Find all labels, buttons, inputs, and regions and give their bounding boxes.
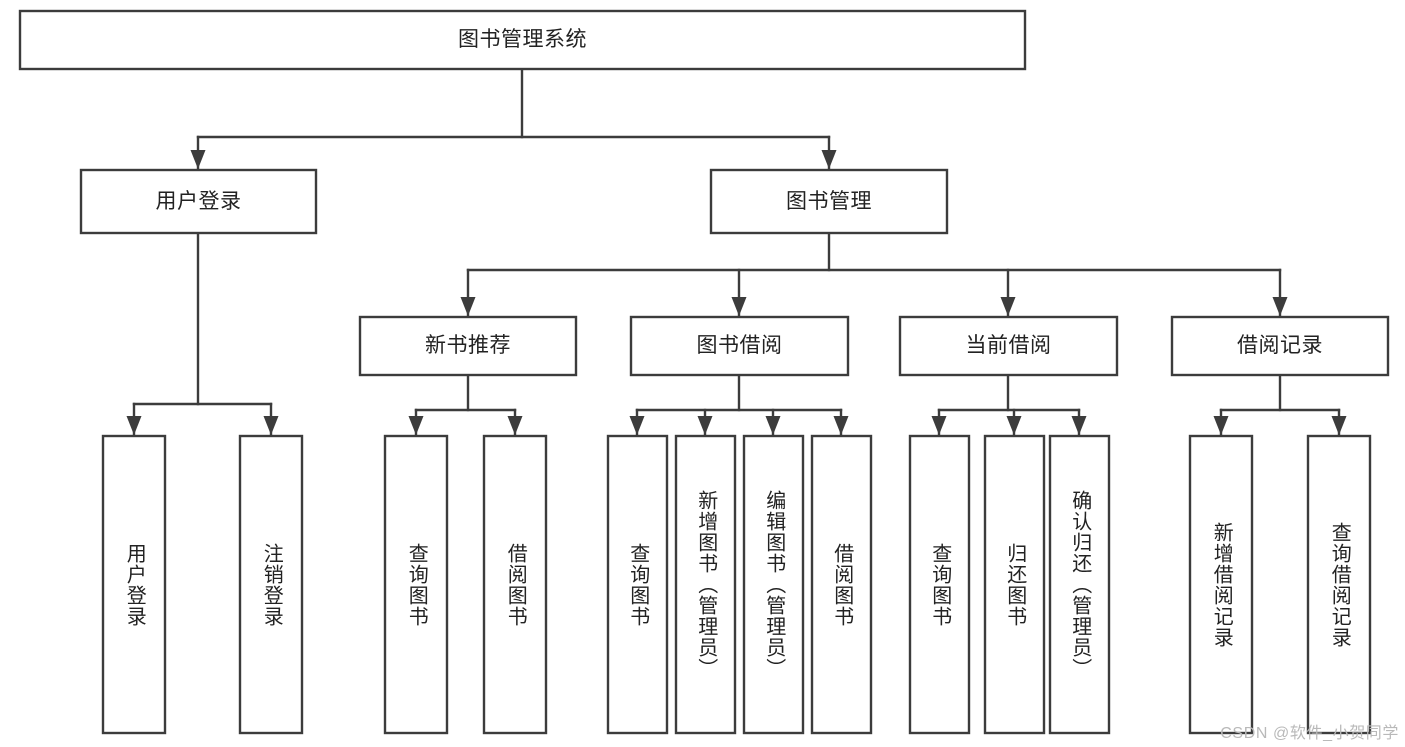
connector-group-book_manage_to_level3 [460,231,1288,317]
arrow-head-icon [1000,297,1016,316]
node-box-root[interactable] [18,9,1027,71]
arrow-head-icon [1213,416,1229,435]
arrow-head-icon [821,150,837,169]
arrow-head-icon [1331,416,1347,435]
node-box-leaf-user-login[interactable] [101,434,167,735]
node-box-user-login[interactable] [79,168,318,235]
connector-group-record_to_leaves [1213,373,1347,436]
arrow-head-icon [697,416,713,435]
node-box-leaf-confirm-return-admin[interactable] [1048,434,1111,735]
node-box-leaf-borrow-book-recommend[interactable] [482,434,548,735]
node-box-leaf-query-book-current[interactable] [908,434,971,735]
arrow-head-icon [1272,297,1288,316]
arrow-head-icon [931,416,947,435]
node-box-leaf-logout-login[interactable] [238,434,304,735]
arrow-head-icon [408,416,424,435]
connector-group-recommend_to_leaves [408,373,523,436]
node-box-leaf-query-book-recommend[interactable] [383,434,449,735]
arrow-head-icon [1006,416,1022,435]
connector-group-user_login_to_leaves [126,231,279,436]
arrow-head-icon [1071,416,1087,435]
connector-group-root_to_level2 [190,67,837,170]
node-box-leaf-borrow-book[interactable] [810,434,873,735]
node-box-leaf-query-borrow-record[interactable] [1306,434,1372,735]
arrow-head-icon [190,150,206,169]
arrow-head-icon [629,416,645,435]
arrow-head-icon [765,416,781,435]
node-box-leaf-return-book[interactable] [983,434,1046,735]
connector-group-borrow_to_leaves [629,373,849,436]
arrow-head-icon [460,297,476,316]
arrow-head-icon [731,297,747,316]
node-box-book-borrow[interactable] [629,315,850,377]
arrow-head-icon [126,416,142,435]
node-box-leaf-query-book-borrow[interactable] [606,434,669,735]
node-box-leaf-add-book-admin[interactable] [674,434,737,735]
node-box-new-book-recommend[interactable] [358,315,578,377]
node-box-leaf-edit-book-admin[interactable] [742,434,805,735]
connector-group-current_to_leaves [931,373,1087,436]
node-box-leaf-add-borrow-record[interactable] [1188,434,1254,735]
node-box-borrow-record[interactable] [1170,315,1390,377]
node-box-book-manage[interactable] [709,168,949,235]
arrow-head-icon [263,416,279,435]
arrow-head-icon [507,416,523,435]
arrow-head-icon [833,416,849,435]
node-box-current-borrow[interactable] [898,315,1119,377]
